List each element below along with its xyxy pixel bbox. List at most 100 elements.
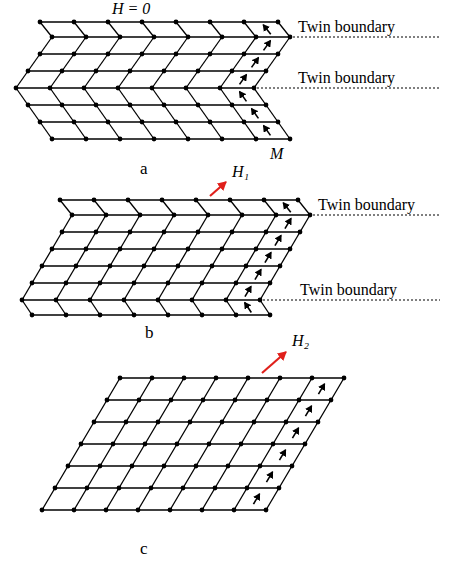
lattice-atom <box>232 508 237 513</box>
lattice-atom <box>220 35 225 40</box>
lattice-column <box>244 122 256 139</box>
lattice-atom <box>50 137 55 142</box>
lattice-column <box>128 200 140 215</box>
lattice-atom <box>166 313 171 318</box>
lattice-column <box>142 22 154 37</box>
lattice-atom <box>303 442 308 447</box>
lattice-column <box>266 105 278 122</box>
lattice-column <box>119 466 132 488</box>
lattice-column <box>106 488 119 510</box>
lattice-column <box>55 466 68 488</box>
lattice-atom <box>316 420 321 425</box>
lattice-atom <box>276 20 281 25</box>
lattice-column <box>66 266 76 283</box>
lattice-column <box>84 71 96 88</box>
lattice-column <box>198 105 210 122</box>
lattice-column <box>168 266 178 283</box>
lattice-atom <box>297 398 302 403</box>
lattice-column <box>52 232 62 249</box>
magnetization-arrow <box>245 303 252 313</box>
lattice-atom <box>106 52 111 57</box>
lattice-column <box>226 300 236 315</box>
lattice-column <box>220 88 232 105</box>
lattice-atom <box>64 281 69 286</box>
lattice-column <box>142 37 154 54</box>
lattice-column <box>158 283 168 300</box>
lattice-column <box>32 266 42 283</box>
lattice-column <box>209 422 222 444</box>
lattice-column <box>192 300 202 315</box>
lattice-column <box>50 71 62 88</box>
lattice-atom <box>277 486 282 491</box>
lattice-column <box>62 54 74 71</box>
lattice-column <box>120 232 130 249</box>
lattice-atom <box>226 464 231 469</box>
lattice-atom <box>264 230 269 235</box>
lattice-atom <box>138 213 143 218</box>
lattice-atom <box>84 247 89 252</box>
lattice-column <box>222 232 232 249</box>
lattice-atom <box>156 298 161 303</box>
lattice-column <box>186 71 198 88</box>
lattice-column <box>164 444 177 466</box>
lattice-atom <box>60 69 65 74</box>
lattice-column <box>74 122 86 139</box>
lattice-column <box>232 54 244 71</box>
lattice-column <box>278 37 290 54</box>
lattice-column <box>151 466 164 488</box>
lattice-atom <box>82 86 87 91</box>
lattice-atom <box>184 86 189 91</box>
lattice-atom <box>264 69 269 74</box>
magnetization-arrow <box>245 286 251 296</box>
lattice-column <box>203 378 216 400</box>
panel-letter: b <box>145 324 154 342</box>
lattice-atom <box>174 20 179 25</box>
lattice-column <box>279 466 292 488</box>
lattice-column <box>280 249 290 266</box>
lattice-atom <box>54 298 59 303</box>
lattice-atom <box>218 86 223 91</box>
lattice-column <box>56 283 66 300</box>
lattice-column <box>198 215 208 232</box>
lattice-column <box>130 54 142 71</box>
lattice-atom <box>174 120 179 125</box>
lattice-column <box>94 200 106 215</box>
lattice-column <box>266 215 276 232</box>
lattice-column <box>176 37 188 54</box>
lattice-column <box>236 266 246 283</box>
lattice-column <box>226 283 236 300</box>
lattice-column <box>292 444 305 466</box>
lattice-atom <box>128 103 133 108</box>
lattice-atom <box>258 464 263 469</box>
lattice-column <box>144 249 154 266</box>
lattice-column <box>113 422 126 444</box>
lattice-atom <box>329 398 334 403</box>
lattice-atom <box>85 486 90 491</box>
lattice-atom <box>206 213 211 218</box>
lattice-atom <box>252 86 257 91</box>
lattice-atom <box>252 420 257 425</box>
lattice-atom <box>288 247 293 252</box>
lattice-atom <box>194 198 199 203</box>
lattice-atom <box>228 198 233 203</box>
lattice-column <box>177 422 190 444</box>
lattice-column <box>16 88 28 105</box>
magnetization-arrow <box>264 41 271 51</box>
lattice-column <box>318 400 331 422</box>
lattice-atom <box>72 508 77 513</box>
lattice-atom <box>254 247 259 252</box>
lattice-column <box>74 488 87 510</box>
lattice-atom <box>149 486 154 491</box>
lattice-column <box>74 22 86 37</box>
lattice-atom <box>94 69 99 74</box>
lattice-atom <box>176 264 181 269</box>
twin-boundary-label: Twin boundary <box>318 196 415 214</box>
panel-letter: a <box>140 160 148 178</box>
lattice-atom <box>98 281 103 286</box>
lattice-atom <box>169 398 174 403</box>
magnetization-arrow <box>305 406 311 416</box>
lattice-column <box>162 200 174 215</box>
lattice-atom <box>117 486 122 491</box>
magnetization-arrow <box>252 58 259 68</box>
lattice-column <box>298 200 310 215</box>
